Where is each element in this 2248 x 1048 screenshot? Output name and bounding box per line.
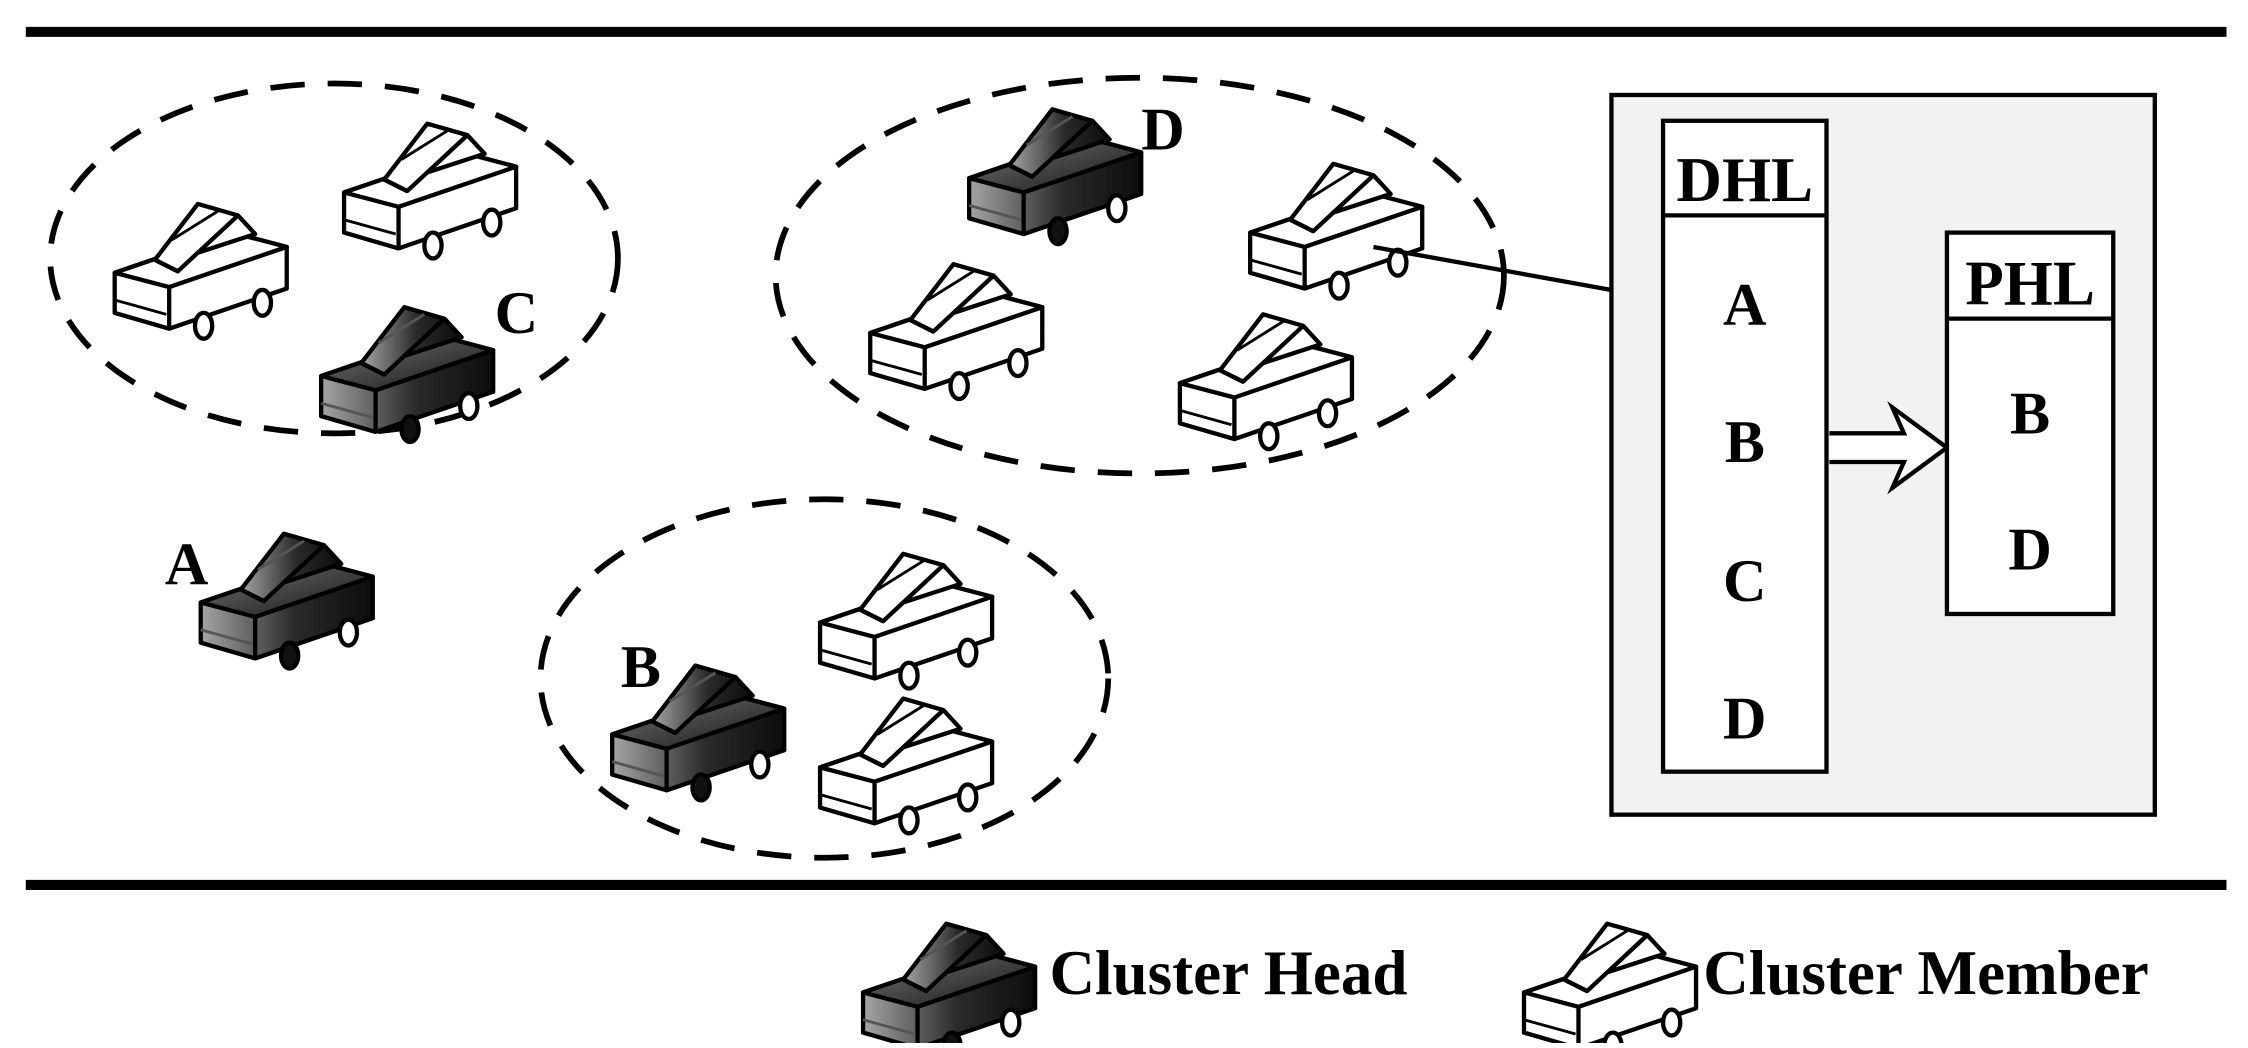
vehicle-label-c: C <box>495 280 538 347</box>
cluster-member-car-icon <box>1250 164 1422 299</box>
legend: Cluster Head Cluster Member <box>863 924 2149 1043</box>
phl-entry: D <box>2008 517 2051 584</box>
dhl-table: DHL A B C D <box>1660 118 1829 774</box>
cluster-head-car-d-icon <box>969 109 1141 244</box>
phl-table: PHL B D <box>1944 230 2116 617</box>
phl-title: PHL <box>1965 248 2095 318</box>
vehicle-label-a: A <box>165 531 209 598</box>
cluster-member-car-icon <box>820 699 992 834</box>
panel-connector-line <box>1373 244 1612 293</box>
cluster-boundary-c <box>47 80 621 437</box>
cluster-boundary-d <box>772 74 1507 477</box>
cluster-boundary-b <box>537 496 1112 861</box>
cluster-member-car-icon <box>870 264 1042 399</box>
legend-cluster-head-label: Cluster Head <box>1049 938 1407 1008</box>
phl-entry: B <box>2010 380 2050 447</box>
dhl-title: DHL <box>1676 145 1813 215</box>
dhl-entry: C <box>1723 548 1766 615</box>
legend-cluster-member-label: Cluster Member <box>1703 938 2149 1008</box>
cluster-member-car-icon <box>344 124 516 259</box>
cluster-head-car-c-icon <box>321 307 493 442</box>
legend-cluster-head-car-icon <box>863 924 1035 1043</box>
dhl-entry: D <box>1723 686 1766 753</box>
cluster-head-car-a-icon <box>201 534 373 669</box>
dhl-entry: A <box>1723 271 1767 338</box>
vehicle-label-d: D <box>1141 96 1184 163</box>
legend-cluster-member-car-icon <box>1524 924 1696 1043</box>
vehicle-label-b: B <box>621 634 661 701</box>
cluster-member-car-icon <box>1180 314 1352 449</box>
cluster-member-car-icon <box>115 204 287 339</box>
cluster-member-car-icon <box>820 554 992 689</box>
dhl-entry: B <box>1725 409 1765 476</box>
